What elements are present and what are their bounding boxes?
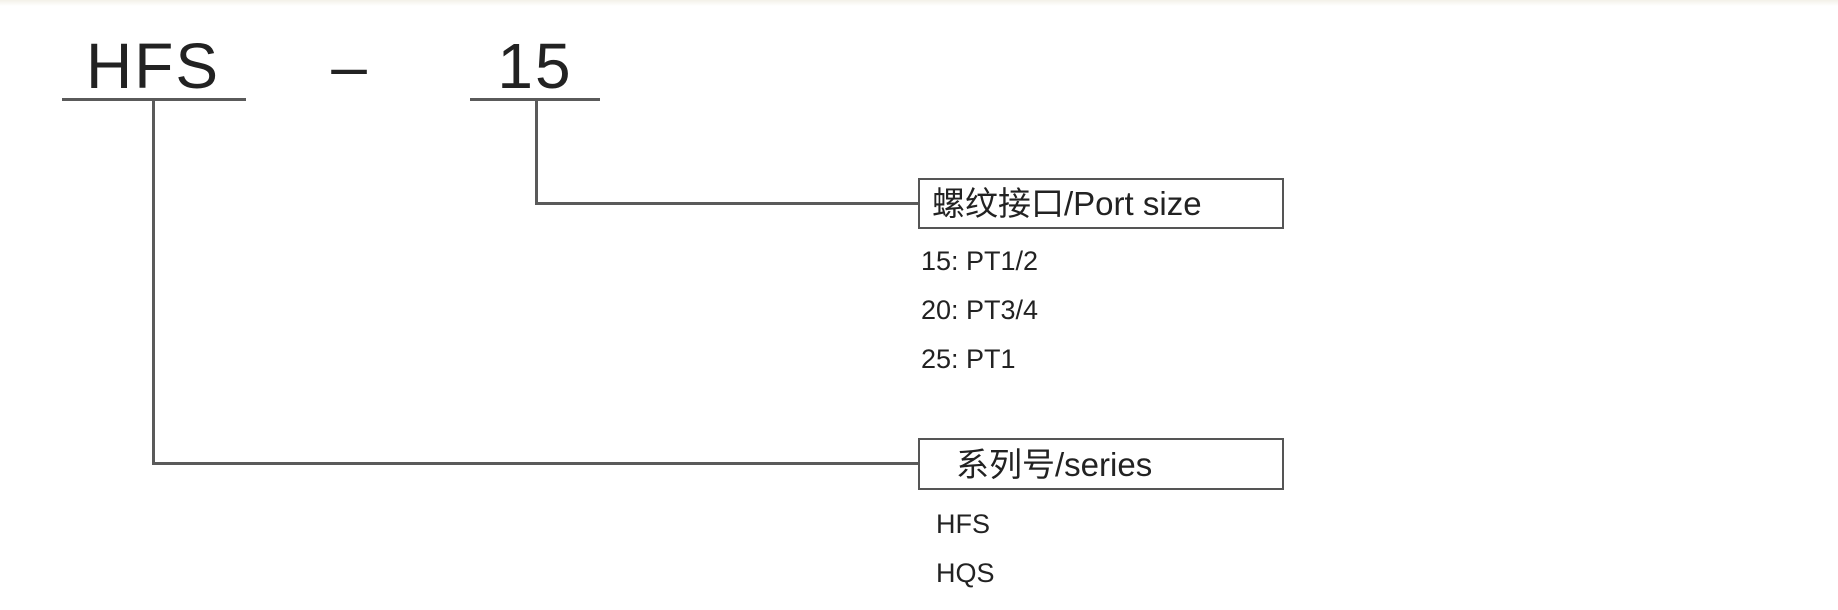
port-size-option: 25: PT1 [921, 344, 1016, 374]
series-option: HQS [936, 558, 995, 588]
port-size-option: 15: PT1/2 [921, 246, 1039, 276]
series-label-box: 系列号/series [918, 438, 1284, 490]
port-size-title: 螺纹接口/Port size [932, 185, 1202, 222]
port-size-label-box: 螺纹接口/Port size [918, 178, 1284, 229]
series-leader-vertical [152, 100, 155, 464]
port-size-option: 20: PT3/4 [921, 295, 1039, 325]
model-code-port-size: 15 [497, 30, 573, 102]
top-edge-shading [0, 0, 1838, 6]
series-leader-horizontal [152, 462, 919, 465]
port-size-leader-horizontal [535, 202, 919, 205]
prefix-underline [62, 98, 246, 101]
series-option: HFS [936, 509, 990, 539]
series-title: 系列号/series [956, 445, 1153, 483]
model-code-prefix: HFS [86, 30, 220, 102]
port-size-leader-vertical [535, 100, 538, 204]
port-code-underline [470, 98, 600, 101]
port-size-options: 15: PT1/2 20: PT3/4 25: PT1 [921, 237, 1038, 384]
series-options: HFS HQS [936, 500, 995, 598]
model-code-separator: – [331, 30, 369, 102]
